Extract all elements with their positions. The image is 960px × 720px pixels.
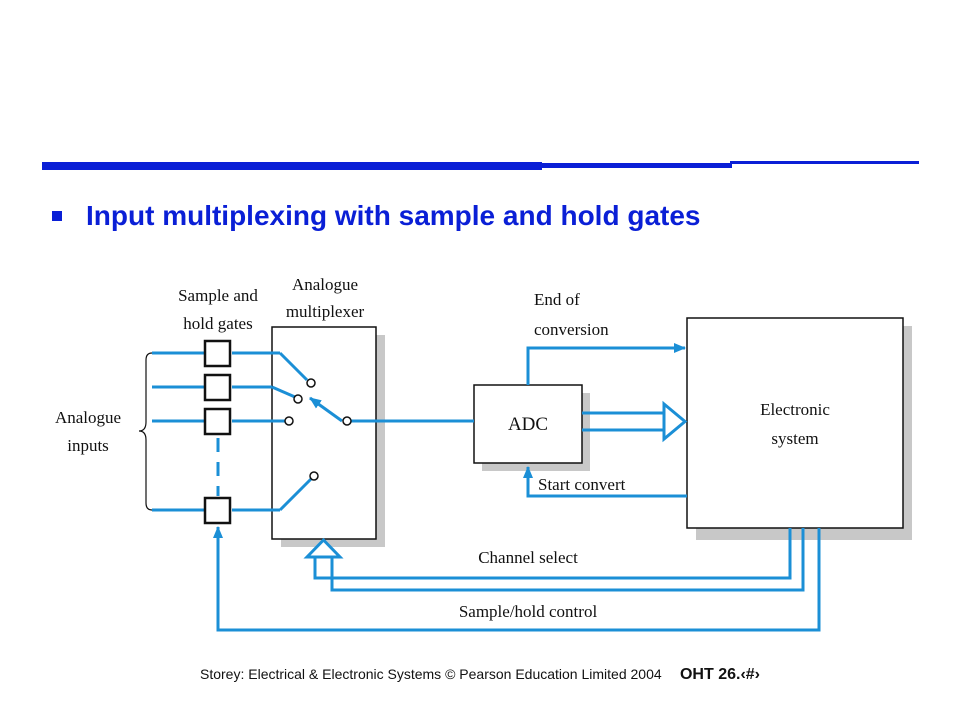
footer-copyright: Storey: Electrical & Electronic Systems …	[200, 666, 662, 682]
sample-hold-label-2: hold gates	[183, 314, 252, 333]
sample-hold-control-label: Sample/hold control	[459, 602, 598, 621]
header-rule-medium	[540, 163, 732, 168]
mux-switches	[271, 351, 474, 512]
end-of-conversion-label-1: End of	[534, 290, 580, 309]
sample-hold-label-1: Sample and	[178, 286, 258, 305]
slide-title: Input multiplexing with sample and hold …	[86, 200, 701, 231]
mux-label-2: multiplexer	[286, 302, 365, 321]
channel-select-bus	[303, 528, 805, 592]
adc-label: ADC	[508, 414, 548, 435]
start-convert-line	[523, 466, 687, 498]
analogue-inputs-label-2: inputs	[67, 436, 109, 455]
title-row: Input multiplexing with sample and hold …	[52, 196, 700, 236]
input-lines	[152, 351, 285, 512]
mux-label-1: Analogue	[292, 275, 358, 294]
inputs-brace	[138, 352, 153, 511]
electronic-system-block	[686, 317, 904, 529]
end-of-conversion-line	[526, 343, 686, 385]
end-of-conversion-label-2: conversion	[534, 320, 609, 339]
electronic-system-label-2: system	[771, 429, 818, 448]
electronic-system-label-1: Electronic	[760, 400, 830, 419]
switch-contacts	[284, 378, 352, 481]
start-convert-label: Start convert	[538, 475, 626, 494]
slide-number: OHT 26.‹#›	[679, 666, 760, 683]
analogue-inputs-label-1: Analogue	[55, 408, 121, 427]
header-rule-thin	[730, 161, 919, 164]
sample-hold-gates	[203, 339, 232, 525]
sample-hold-control-line	[213, 526, 821, 632]
bullet-square-icon	[52, 211, 62, 221]
data-bus-arrow	[582, 400, 688, 443]
header-rule-thick	[42, 162, 542, 170]
channel-select-label: Channel select	[478, 548, 578, 567]
